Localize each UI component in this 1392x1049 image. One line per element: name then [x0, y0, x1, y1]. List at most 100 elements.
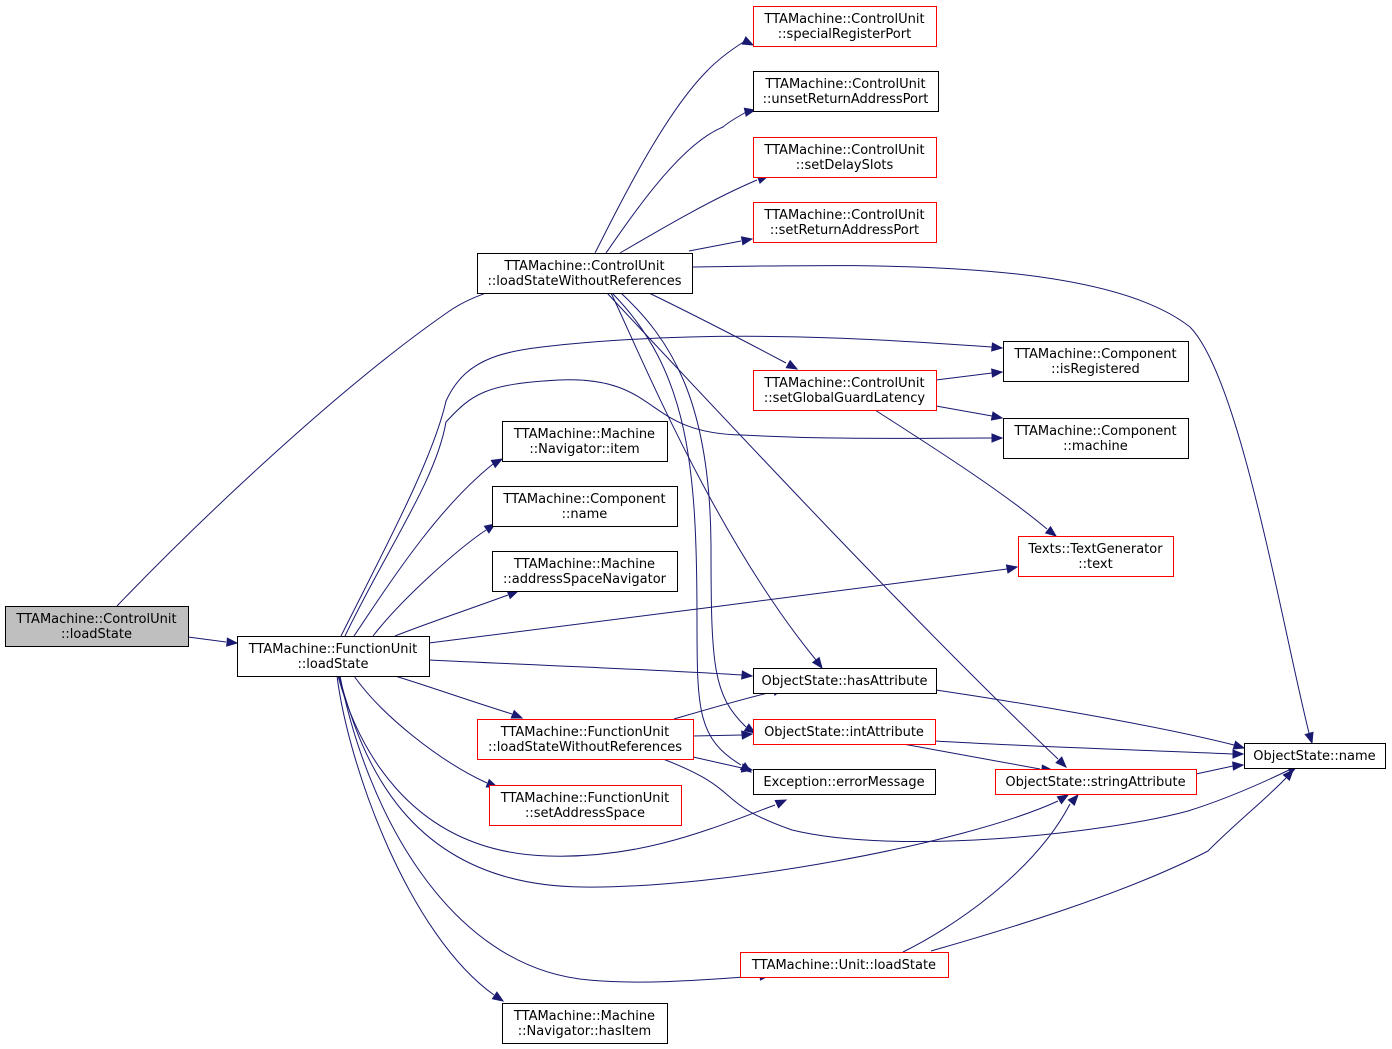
node-label-line: ::setAddressSpace: [525, 806, 645, 821]
node-label-line: TTAMachine::Unit::loadState: [751, 958, 936, 973]
edge-fu_lswr-to-ex_errmsg: [692, 756, 754, 773]
node-comp-name[interactable]: TTAMachine::Component::name: [492, 486, 678, 527]
edge-os_hasattr-to-os_name: [935, 689, 1246, 750]
arrowhead: [740, 236, 754, 246]
node-label-line: TTAMachine::Machine: [513, 427, 655, 442]
arrowhead: [1232, 761, 1245, 771]
edge-fu_loadState-to-m_asn: [394, 590, 520, 637]
edge-line: [673, 691, 773, 720]
edge-cu_lswr-to-os_name: [691, 265, 1314, 745]
node-comp-isreg[interactable]: TTAMachine::Component::isRegistered: [1003, 341, 1189, 382]
edge-line: [610, 292, 817, 661]
edge-cu_lswr-to-ex_errmsg: [611, 292, 753, 773]
node-comp-machine[interactable]: TTAMachine::Component::machine: [1003, 418, 1189, 459]
arrowhead: [1232, 749, 1245, 759]
node-fu-loadState[interactable]: TTAMachine::FunctionUnit::loadState: [237, 636, 430, 677]
call-nodes: TTAMachine::ControlUnit::loadStateTTAMac…: [5, 6, 1386, 1044]
node-cu-urap[interactable]: TTAMachine::ControlUnit::unsetReturnAddr…: [753, 71, 939, 112]
arrowhead: [510, 709, 524, 719]
arrowhead: [1044, 525, 1058, 537]
edge-fu_loadState-to-ex_errmsg: [337, 675, 788, 857]
node-fu-sas[interactable]: TTAMachine::FunctionUnit::setAddressSpac…: [489, 785, 682, 826]
edge-os_intattr-to-os_strattr: [902, 743, 1054, 774]
edge-line: [874, 409, 1048, 530]
node-box: [489, 785, 682, 826]
edge-fu_loadState-to-os_hasattr: [428, 659, 754, 680]
node-label-line: ::machine: [1063, 439, 1128, 454]
node-label-line: ::loadState: [61, 627, 132, 642]
node-label-line: ObjectState::stringAttribute: [1005, 775, 1185, 790]
node-cu-srp[interactable]: TTAMachine::ControlUnit::specialRegister…: [753, 6, 937, 47]
arrowhead: [1304, 731, 1314, 745]
edge-fu_loadState-to-comp_machine: [344, 379, 1004, 637]
node-os-name[interactable]: ObjectState::name: [1244, 743, 1386, 769]
node-label-line: ::specialRegisterPort: [778, 27, 911, 42]
edge-line: [340, 335, 993, 637]
arrowhead: [741, 670, 754, 680]
edge-line: [394, 594, 509, 637]
node-label-line: TTAMachine::FunctionUnit: [500, 791, 669, 806]
arrowhead: [1282, 768, 1294, 782]
node-label-line: ::setDelaySlots: [796, 158, 894, 173]
edge-line: [619, 179, 758, 254]
node-label-line: ObjectState::intAttribute: [764, 725, 924, 740]
edge-cu_lswr-to-cu_sggl: [648, 292, 799, 370]
node-box: [753, 202, 937, 243]
node-mn-hasitem[interactable]: TTAMachine::Machine::Navigator::hasItem: [502, 1003, 668, 1044]
node-unit-loadState[interactable]: TTAMachine::Unit::loadState: [740, 952, 949, 978]
edge-os_strattr-to-os_name: [1195, 761, 1245, 775]
edge-line: [620, 292, 747, 728]
node-box: [502, 1003, 668, 1044]
node-label-line: TTAMachine::FunctionUnit: [500, 725, 669, 740]
node-label-line: ::setReturnAddressPort: [770, 223, 919, 238]
node-label-line: TTAMachine::ControlUnit: [503, 259, 664, 274]
node-cu-sds[interactable]: TTAMachine::ControlUnit::setDelaySlots: [753, 137, 937, 178]
edge-fu_loadState-to-os_strattr: [338, 675, 1070, 888]
edge-line: [935, 689, 1235, 746]
node-box: [1244, 743, 1386, 769]
node-cu-loadState[interactable]: TTAMachine::ControlUnit::loadState: [5, 606, 189, 647]
node-box: [753, 370, 937, 411]
arrowhead: [1005, 564, 1019, 574]
node-label-line: TTAMachine::ControlUnit: [763, 376, 924, 391]
node-mn-item[interactable]: TTAMachine::Machine::Navigator::item: [502, 421, 668, 462]
node-label-line: TTAMachine::FunctionUnit: [248, 642, 417, 657]
node-label-line: TTAMachine::ControlUnit: [763, 12, 924, 27]
node-label-line: TTAMachine::ControlUnit: [15, 612, 176, 627]
node-cu-lswr[interactable]: TTAMachine::ControlUnit::loadStateWithou…: [477, 253, 693, 294]
edge-cu_lswr-to-os_strattr: [606, 292, 1067, 768]
node-os-intattr[interactable]: ObjectState::intAttribute: [753, 719, 936, 745]
arrowhead: [490, 458, 504, 469]
node-label-line: Texts::TextGenerator: [1027, 542, 1163, 557]
node-ex-errmsg[interactable]: Exception::errorMessage: [753, 769, 936, 795]
edge-line: [902, 803, 1071, 953]
edge-line: [372, 529, 487, 637]
node-label-line: ::loadState: [298, 657, 369, 672]
arrowhead: [991, 433, 1004, 443]
node-box: [5, 606, 189, 647]
node-box: [477, 719, 694, 760]
edge-os_intattr-to-os_name: [934, 740, 1245, 759]
arrowhead: [1056, 794, 1070, 805]
node-label-line: ::loadStateWithoutReferences: [488, 740, 682, 755]
node-tg-text[interactable]: Texts::TextGenerator::text: [1018, 536, 1174, 577]
edge-line: [611, 292, 742, 766]
arrowhead: [743, 723, 757, 734]
node-cu-sggl[interactable]: TTAMachine::ControlUnit::setGlobalGuardL…: [753, 370, 937, 411]
arrowhead: [991, 368, 1004, 378]
edge-cu_sggl-to-comp_isreg: [935, 368, 1004, 381]
edge-fu_loadState-to-mn_hasitem: [336, 675, 505, 1002]
arrowhead: [740, 763, 754, 773]
node-box: [753, 719, 936, 745]
arrowhead: [226, 637, 239, 647]
node-label-line: ::loadStateWithoutReferences: [488, 274, 682, 289]
edge-line: [428, 659, 743, 676]
node-label-line: TTAMachine::Machine: [513, 1009, 655, 1024]
node-cu-srap[interactable]: TTAMachine::ControlUnit::setReturnAddres…: [753, 202, 937, 243]
node-os-hasattr[interactable]: ObjectState::hasAttribute: [753, 668, 937, 694]
node-fu-lswr[interactable]: TTAMachine::FunctionUnit::loadStateWitho…: [477, 719, 694, 760]
edge-line: [336, 675, 495, 996]
node-m-asn[interactable]: TTAMachine::Machine::addressSpaceNavigat…: [492, 551, 678, 592]
node-os-strattr[interactable]: ObjectState::stringAttribute: [995, 769, 1197, 795]
